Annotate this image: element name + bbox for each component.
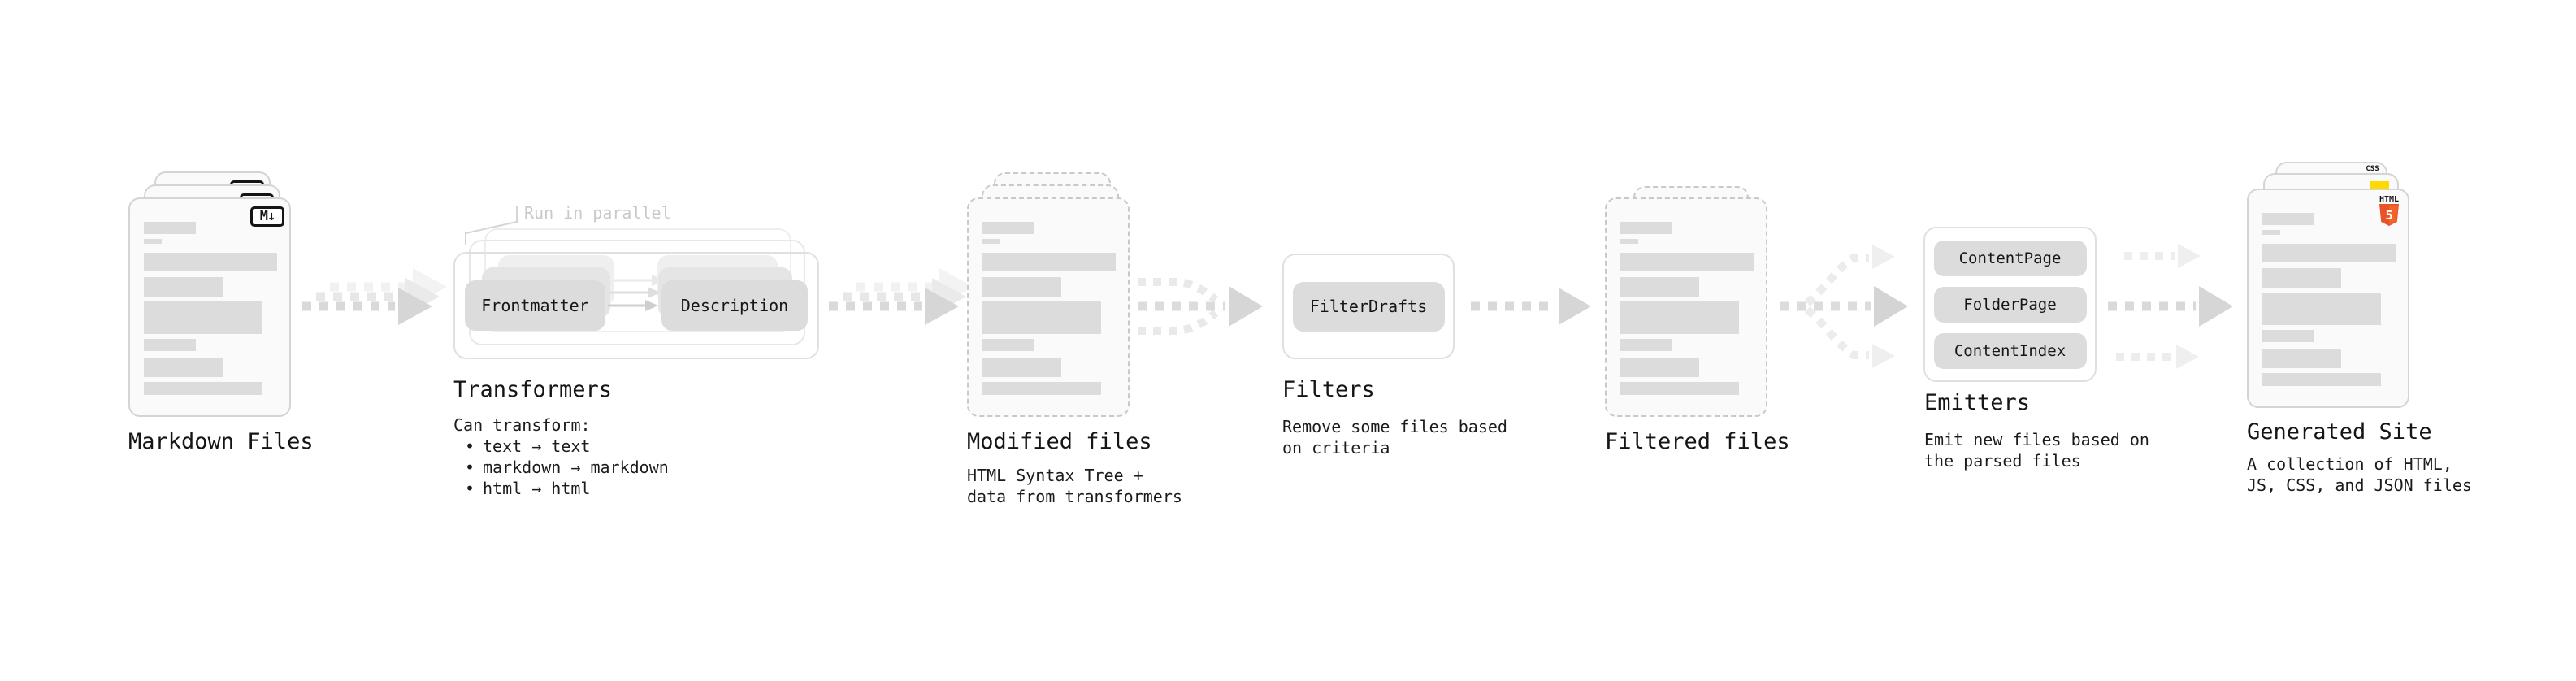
placeholder-bar: [1620, 382, 1739, 395]
emitter-pill-folderpage: FolderPage: [1933, 286, 2087, 323]
bullet-icon: •: [465, 479, 475, 498]
note-line: on criteria: [1282, 438, 1390, 458]
stage-note-modified-files: HTML Syntax Tree + data from transformer…: [967, 465, 1182, 507]
arrow-pill-to-pill: [610, 287, 659, 298]
note-title: Can transform:: [453, 415, 591, 435]
filter-pill-filterdrafts: FilterDrafts: [1292, 281, 1445, 332]
bullet-item: • markdown → markdown: [453, 457, 669, 478]
stage-note-emitters: Emit new files based on the parsed files: [1924, 429, 2149, 471]
file-card-html: HTML 5: [2247, 189, 2409, 408]
placeholder-bar: [144, 277, 223, 297]
file-card-front: M↓: [128, 197, 291, 417]
arrow-pill-to-pill: [607, 300, 658, 311]
js-icon: [2370, 181, 2389, 189]
note-line: A collection of HTML,: [2247, 454, 2452, 474]
placeholder-bar: [144, 222, 196, 234]
html5-icon-label: HTML: [2379, 195, 2400, 204]
arrow-fanout-filtered-to-emitters: [1780, 245, 1908, 368]
bullet-text: markdown → markdown: [483, 458, 669, 477]
placeholder-bar: [2262, 230, 2280, 235]
note-line: data from transformers: [967, 487, 1182, 506]
file-content-placeholder: [1620, 222, 1754, 395]
html5-icon: HTML 5: [2379, 196, 2400, 229]
placeholder-bar: [1620, 301, 1739, 334]
placeholder-bar: [144, 382, 262, 395]
note-line: Emit new files based on: [1924, 430, 2149, 449]
placeholder-bar: [982, 253, 1116, 271]
bullet-item: • html → html: [453, 478, 669, 499]
stage-label-transformers: Transformers: [453, 377, 613, 402]
placeholder-bar: [1620, 222, 1672, 234]
stage-label-filtered-files: Filtered files: [1605, 429, 1790, 454]
stage-note-filters: Remove some files based on criteria: [1282, 416, 1507, 458]
placeholder-bar: [2262, 244, 2396, 262]
markdown-icon: M↓: [250, 206, 284, 227]
stage-note-generated-site: A collection of HTML, JS, CSS, and JSON …: [2247, 453, 2472, 496]
placeholder-bar: [2262, 349, 2341, 368]
arrow-pill-to-pill: [614, 275, 657, 286]
placeholder-bar: [1620, 253, 1754, 271]
note-line: HTML Syntax Tree +: [967, 466, 1143, 485]
placeholder-bar: [144, 239, 162, 244]
placeholder-bar: [144, 253, 277, 271]
emitters-panel: ContentPage FolderPage ContentIndex: [1923, 227, 2097, 382]
html5-shield: 5: [2379, 204, 2399, 226]
placeholder-bar: [144, 301, 262, 334]
file-content-placeholder: [982, 222, 1116, 395]
placeholder-bar: [2262, 213, 2314, 225]
stage-label-filters: Filters: [1282, 377, 1375, 402]
placeholder-bar: [1620, 277, 1699, 297]
bullet-icon: •: [465, 436, 475, 456]
annotation-run-in-parallel: Run in parallel: [524, 203, 671, 223]
bullet-icon: •: [465, 458, 475, 477]
transformer-pill-frontmatter: Frontmatter: [465, 280, 605, 331]
arrow-transformers-to-modified: [829, 268, 974, 325]
arrow-merge-modified-to-filters: [1138, 278, 1263, 335]
placeholder-bar: [982, 358, 1061, 377]
emitter-pill-contentpage: ContentPage: [1933, 240, 2087, 276]
placeholder-bar: [144, 339, 196, 351]
bullet-item: • text → text: [453, 436, 669, 457]
file-content-placeholder: [2262, 213, 2396, 386]
placeholder-bar: [982, 277, 1061, 297]
file-content-placeholder: [144, 222, 277, 395]
bullet-text: text → text: [483, 436, 591, 456]
placeholder-bar: [982, 301, 1101, 334]
transformer-pill-description: Description: [661, 280, 808, 331]
placeholder-bar: [982, 222, 1034, 234]
note-line: Remove some files based: [1282, 417, 1507, 436]
placeholder-bar: [982, 239, 1000, 244]
placeholder-bar: [2262, 330, 2314, 342]
bullet-text: html → html: [483, 479, 591, 498]
placeholder-bar: [982, 382, 1101, 395]
placeholder-bar: [2262, 373, 2381, 386]
stage-label-generated-site: Generated Site: [2247, 419, 2432, 445]
stage-note-transformers: Can transform: • text → text • markdown …: [453, 414, 669, 499]
placeholder-bar: [144, 358, 223, 377]
arrows-emitters-to-generated: [2108, 244, 2233, 369]
placeholder-bar: [2262, 268, 2341, 288]
css-icon-label: CSS: [2366, 165, 2379, 173]
arrow-filters-to-filtered: [1471, 288, 1591, 325]
stage-label-modified-files: Modified files: [967, 429, 1152, 454]
arrow-markdown-to-transformers: [302, 268, 447, 325]
file-card-front: [1605, 197, 1767, 417]
placeholder-bar: [982, 339, 1034, 351]
placeholder-bar: [1620, 358, 1699, 377]
placeholder-bar: [2262, 293, 2381, 325]
note-line: JS, CSS, and JSON files: [2247, 475, 2472, 495]
filters-panel: FilterDrafts: [1282, 254, 1455, 359]
stage-label-emitters: Emitters: [1924, 390, 2031, 415]
placeholder-bar: [1620, 339, 1672, 351]
emitter-pill-contentindex: ContentIndex: [1933, 332, 2087, 369]
transformer-layer-front: Frontmatter Description: [453, 252, 819, 359]
note-line: the parsed files: [1924, 451, 2081, 471]
placeholder-bar: [1620, 239, 1638, 244]
stage-label-markdown-files: Markdown Files: [128, 429, 314, 454]
annotation-bracket-line: [465, 206, 518, 245]
svg-text:5: 5: [2385, 208, 2392, 223]
file-card-front: [967, 197, 1130, 417]
